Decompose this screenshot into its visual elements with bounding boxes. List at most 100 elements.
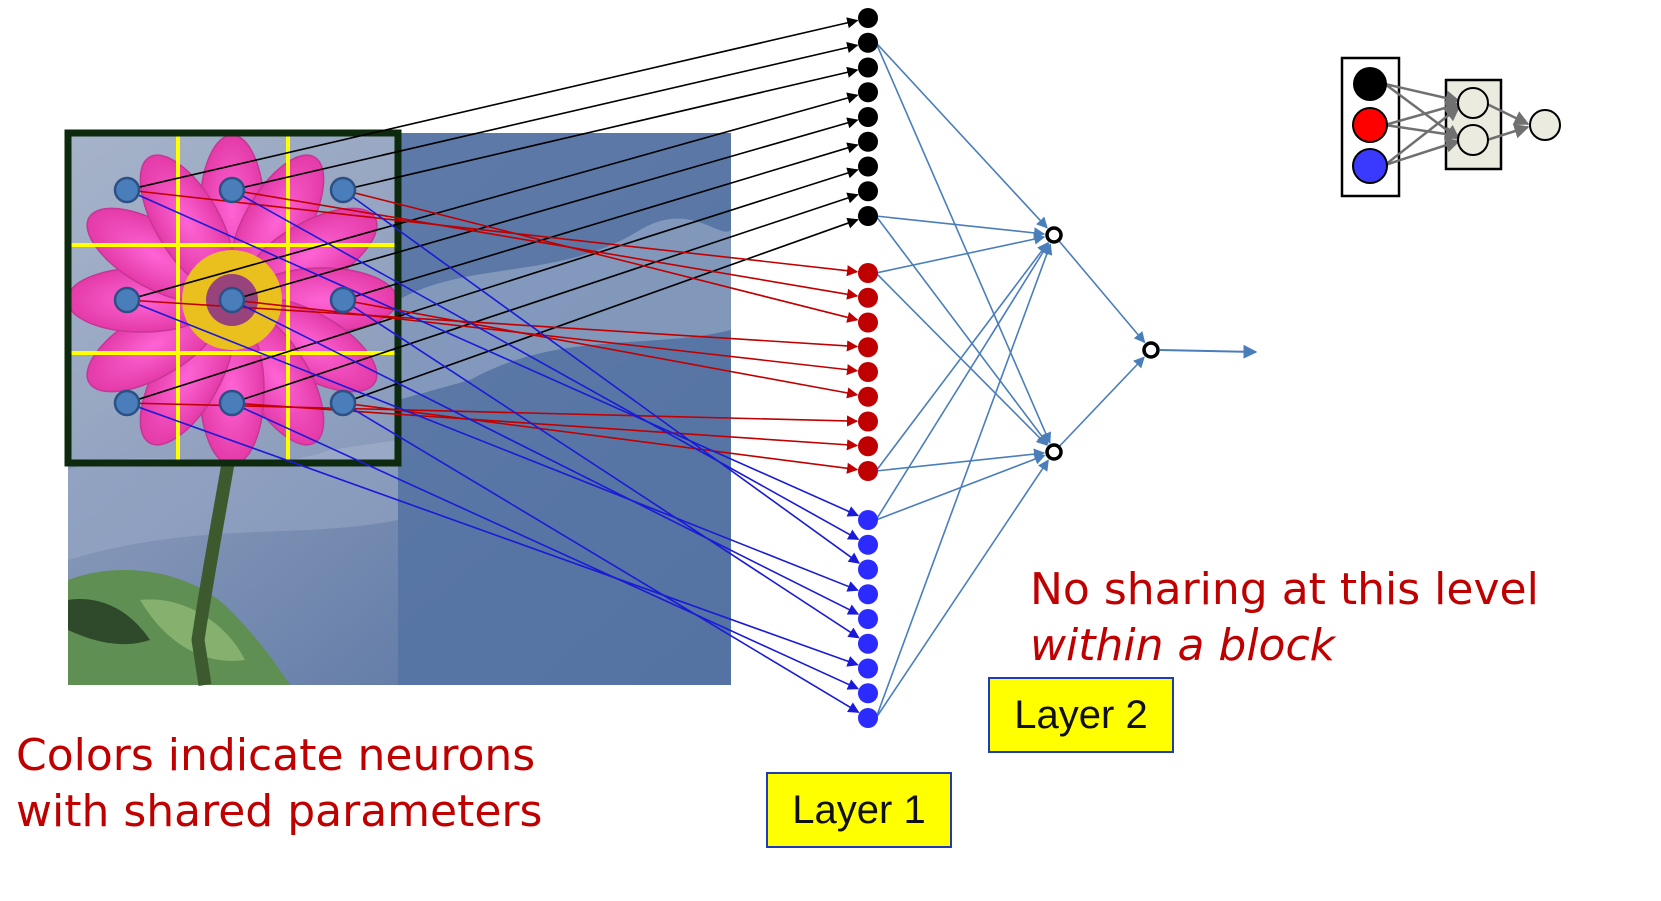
layer1-neuron-black (858, 8, 878, 28)
layer1-neuron-red (858, 461, 878, 481)
edge-layer2 (875, 453, 1046, 521)
output-neuron (1142, 341, 1160, 359)
layer1-neuron-black (858, 82, 878, 103)
input-patch-node (113, 286, 141, 314)
edge-red (231, 189, 859, 300)
layer1-neuron-red (858, 411, 878, 432)
input-patch-nodes (113, 176, 357, 417)
layer1-neuron-red (858, 362, 878, 382)
layer1-label: Layer 1 (766, 772, 952, 848)
layer1-neuron-red (858, 337, 878, 358)
edge-layer2 (875, 233, 1046, 274)
layer2-neurons (1045, 226, 1063, 461)
edge-red (342, 402, 859, 474)
input-patch-node (329, 176, 357, 204)
leaf-shadow (68, 599, 150, 645)
edge-layer2 (875, 242, 1050, 521)
edge-blue (126, 299, 859, 592)
edge-blue (231, 299, 860, 615)
input-to-layer1-edges (126, 17, 860, 714)
layer1-neuron-blue (858, 559, 878, 580)
no-sharing-caption: No sharing at this level within a block (1030, 562, 1539, 674)
edge-blue (342, 189, 860, 564)
edge-layer2 (875, 42, 1048, 229)
input-patch-node (113, 176, 141, 204)
edge-red (126, 189, 859, 277)
edge-blue (342, 402, 860, 714)
caption-line: No sharing at this level (1030, 564, 1539, 615)
layer1-neuron-red (858, 436, 878, 457)
layer1-neuron-black (858, 57, 878, 78)
layer1-neuron-blue (858, 584, 878, 605)
legend-neuron-black (1353, 67, 1387, 101)
layer1-to-layer2-edges (875, 42, 1146, 719)
edge-output (1053, 356, 1145, 453)
layer1-neuron-black (858, 181, 878, 202)
caption-line: with shared parameters (16, 786, 543, 837)
input-patch-node (218, 176, 246, 204)
layer1-neuron-red (858, 287, 878, 308)
layer1-neuron-blue (858, 633, 878, 654)
input-patch-node (113, 389, 141, 417)
edge-layer2 (875, 459, 1049, 719)
edge-black (126, 167, 859, 404)
edge-black (342, 217, 859, 404)
edge-blue (231, 402, 860, 690)
legend-neuron-red (1352, 107, 1388, 143)
layer1-neurons (858, 8, 878, 728)
input-patch-node (329, 389, 357, 417)
layer1-neuron-black (858, 206, 878, 226)
layer1-neuron-blue (858, 683, 878, 704)
input-patch-node (218, 286, 246, 314)
layer1-neuron-red (858, 312, 878, 333)
edge-layer2 (875, 241, 1049, 472)
edge-black (231, 42, 859, 191)
layer2-neuron (1045, 226, 1063, 244)
edge-layer2 (875, 215, 1046, 239)
edge-blue (126, 189, 859, 517)
edge-output (1053, 234, 1146, 344)
layer1-neuron-blue (858, 609, 878, 629)
edge-blue (231, 189, 860, 541)
layer1-neuron-blue (858, 510, 878, 530)
layer1-neuron-blue (858, 658, 878, 679)
shared-parameters-caption: Colors indicate neurons with shared para… (16, 728, 542, 840)
edge-black (126, 17, 859, 191)
layer1-neuron-red (858, 386, 878, 407)
legend-neuron-blue (1352, 148, 1388, 184)
edge-black (231, 117, 859, 301)
edge-blue (342, 299, 860, 639)
layer1-neuron-blue (858, 534, 878, 555)
edge-red (342, 299, 859, 399)
legend-hidden-neuron (1457, 124, 1489, 156)
input-patch-node (329, 286, 357, 314)
window-border (64, 129, 402, 467)
edge-blue (126, 402, 859, 667)
layer1-neuron-black (858, 32, 878, 53)
edge-red (342, 189, 859, 323)
edge-red (126, 402, 859, 427)
edge-black (126, 92, 859, 301)
layer1-neuron-black (858, 131, 878, 152)
edge-layer2 (875, 215, 1049, 446)
input-patch-node (218, 389, 246, 417)
edge-black (231, 192, 859, 404)
caption-line: within a block (1030, 620, 1336, 671)
edge-layer2 (875, 243, 1053, 719)
layer2-label: Layer 2 (988, 677, 1174, 753)
layer1-neuron-black (858, 156, 878, 177)
edge-layer2 (875, 448, 1046, 472)
edge-layer2 (875, 42, 1051, 444)
layer1-neuron-red (858, 263, 878, 283)
legend-network (1340, 56, 1561, 198)
layer2-neuron (1045, 443, 1063, 461)
edge-black (342, 142, 859, 301)
legend-output-neuron (1529, 109, 1561, 141)
leaf (140, 599, 245, 661)
edge-black (342, 66, 859, 191)
caption-line: Colors indicate neurons (16, 730, 536, 781)
edge-layer2 (875, 272, 1048, 446)
legend-hidden-neuron (1457, 87, 1489, 119)
output-arrow (1159, 344, 1258, 359)
